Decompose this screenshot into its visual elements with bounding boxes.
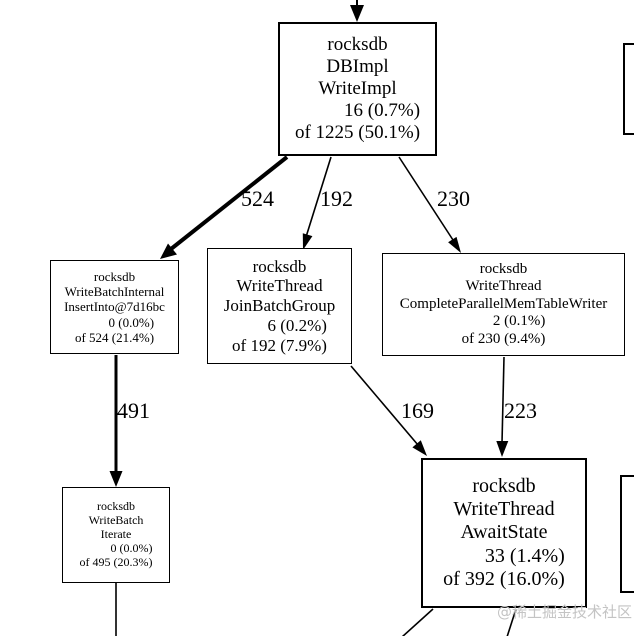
node-class: WriteBatchInternal: [64, 284, 165, 300]
node-package: rocksdb: [252, 256, 307, 276]
edge-root-to-writeimpl: [350, 0, 364, 22]
edge-weight-label: 491: [117, 398, 150, 423]
node-total-count: of 192 (7.9%): [232, 335, 327, 355]
edge-awaitstate-outgoing-left: [401, 608, 434, 636]
node-total-count: of 392 (16.0%): [443, 567, 565, 590]
node-self-count: 0 (0.0%): [110, 540, 153, 555]
node-writebatchinternal-insertinto: rocksdb WriteBatchInternal InsertInto@7d…: [50, 260, 179, 354]
node-self-count: 2 (0.1%): [492, 313, 546, 330]
node-self-count: 6 (0.2%): [267, 315, 327, 335]
edge-weight-label: 223: [504, 398, 537, 423]
node-package: rocksdb: [327, 33, 388, 55]
node-writebatch-iterate: rocksdb WriteBatch Iterate 0 (0.0%) of 4…: [62, 487, 170, 583]
node-class: WriteThread: [236, 276, 323, 296]
node-stats: 0 (0.0%) of 495 (20.3%): [79, 540, 153, 570]
node-writethread-completeparallelmemtablewriter: rocksdb WriteThread CompleteParallelMemT…: [382, 253, 625, 356]
node-self-count: 33 (1.4%): [484, 544, 565, 567]
node-class: DBImpl: [326, 55, 389, 77]
node-package: rocksdb: [472, 475, 536, 498]
node-self-count: 16 (0.7%): [344, 100, 421, 122]
node-package: rocksdb: [97, 499, 135, 514]
node-total-count: of 1225 (50.1%): [294, 122, 421, 144]
node-package: rocksdb: [93, 269, 136, 285]
node-function: Iterate: [100, 527, 132, 542]
node-stats: 2 (0.1%) of 230 (9.4%): [462, 313, 546, 348]
node-function: InsertInto@7d16bc: [64, 299, 165, 315]
edge-weight-label: 169: [401, 398, 434, 423]
edge-weight-label: 192: [320, 186, 353, 211]
edge-weight-label: 230: [437, 186, 470, 211]
edge-weight-label: 524: [241, 186, 274, 211]
node-class: WriteBatch: [88, 513, 144, 528]
node-total-count: of 495 (20.3%): [79, 554, 153, 569]
node-writethread-joinbatchgroup: rocksdb WriteThread JoinBatchGroup 6 (0.…: [207, 248, 352, 364]
node-total-count: of 230 (9.4%): [461, 330, 546, 347]
node-self-count: 0 (0.0%): [108, 314, 155, 330]
node-stats: 0 (0.0%) of 524 (21.4%): [75, 315, 154, 345]
juejin-watermark: @稀土掘金技术社区: [497, 603, 633, 621]
node-writethread-awaitstate: rocksdb WriteThread AwaitState 33 (1.4%)…: [421, 458, 587, 608]
node-dbimpl-writeimpl: rocksdb DBImpl WriteImpl 16 (0.7%) of 12…: [278, 22, 437, 156]
partial-node-bottom-right: [620, 475, 634, 593]
node-function: AwaitState: [460, 521, 548, 544]
node-package: rocksdb: [479, 261, 528, 278]
node-stats: 33 (1.4%) of 392 (16.0%): [443, 545, 565, 591]
node-function: WriteImpl: [318, 77, 397, 99]
node-stats: 6 (0.2%) of 192 (7.9%): [232, 316, 327, 355]
node-stats: 16 (0.7%) of 1225 (50.1%): [295, 100, 420, 144]
node-total-count: of 524 (21.4%): [74, 329, 155, 345]
node-class: WriteThread: [453, 498, 555, 521]
node-function: CompleteParallelMemTableWriter: [399, 295, 608, 312]
node-class: WriteThread: [465, 278, 542, 295]
node-function: JoinBatchGroup: [223, 296, 336, 316]
partial-node-top-right: [623, 43, 634, 135]
